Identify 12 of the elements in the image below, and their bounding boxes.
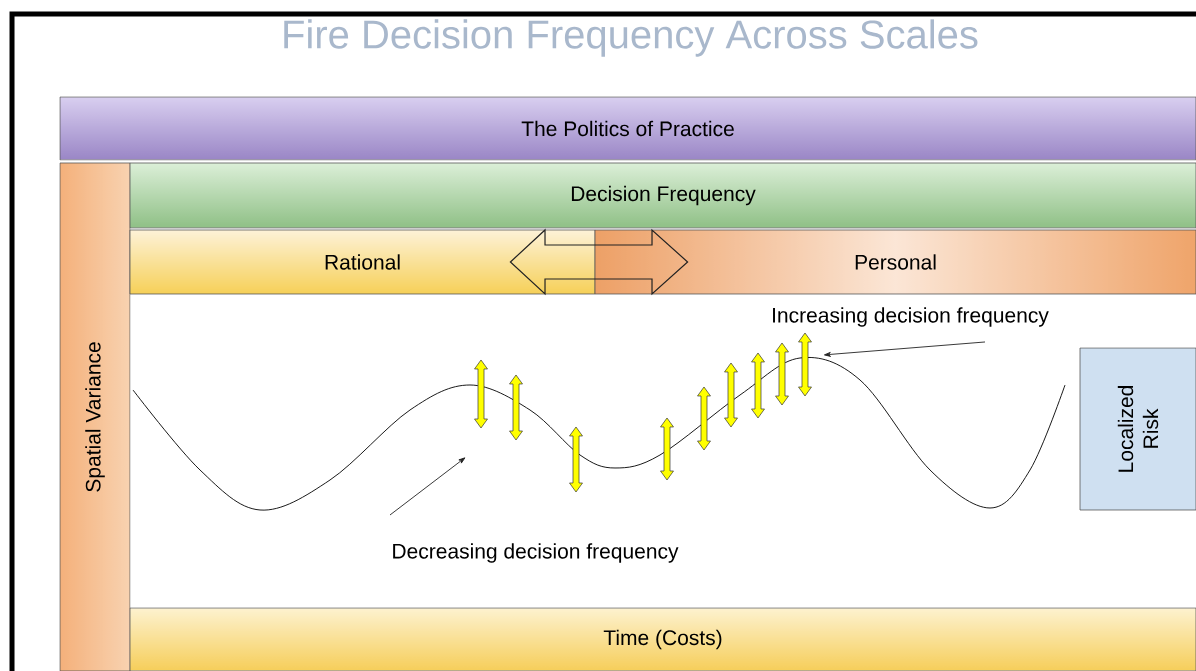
label-box: Localized Risk [1079, 347, 1196, 511]
bottom-band: Time (Costs) [129, 607, 1196, 671]
band: Personal [594, 229, 1196, 295]
band: Rational [129, 229, 596, 295]
heading-band: The Politics of Practice [59, 96, 1196, 161]
annotation-text: Decreasing decision frequency [393, 543, 679, 563]
annotation-text: Increasing decision frequency [773, 307, 1049, 327]
leader-arrow [823, 341, 986, 357]
side-band: Spatial Variance [59, 162, 131, 671]
leader-arrow [389, 457, 466, 516]
double-arrow [509, 228, 689, 296]
title: Fire Decision Frequency Across Scales [284, 19, 978, 57]
